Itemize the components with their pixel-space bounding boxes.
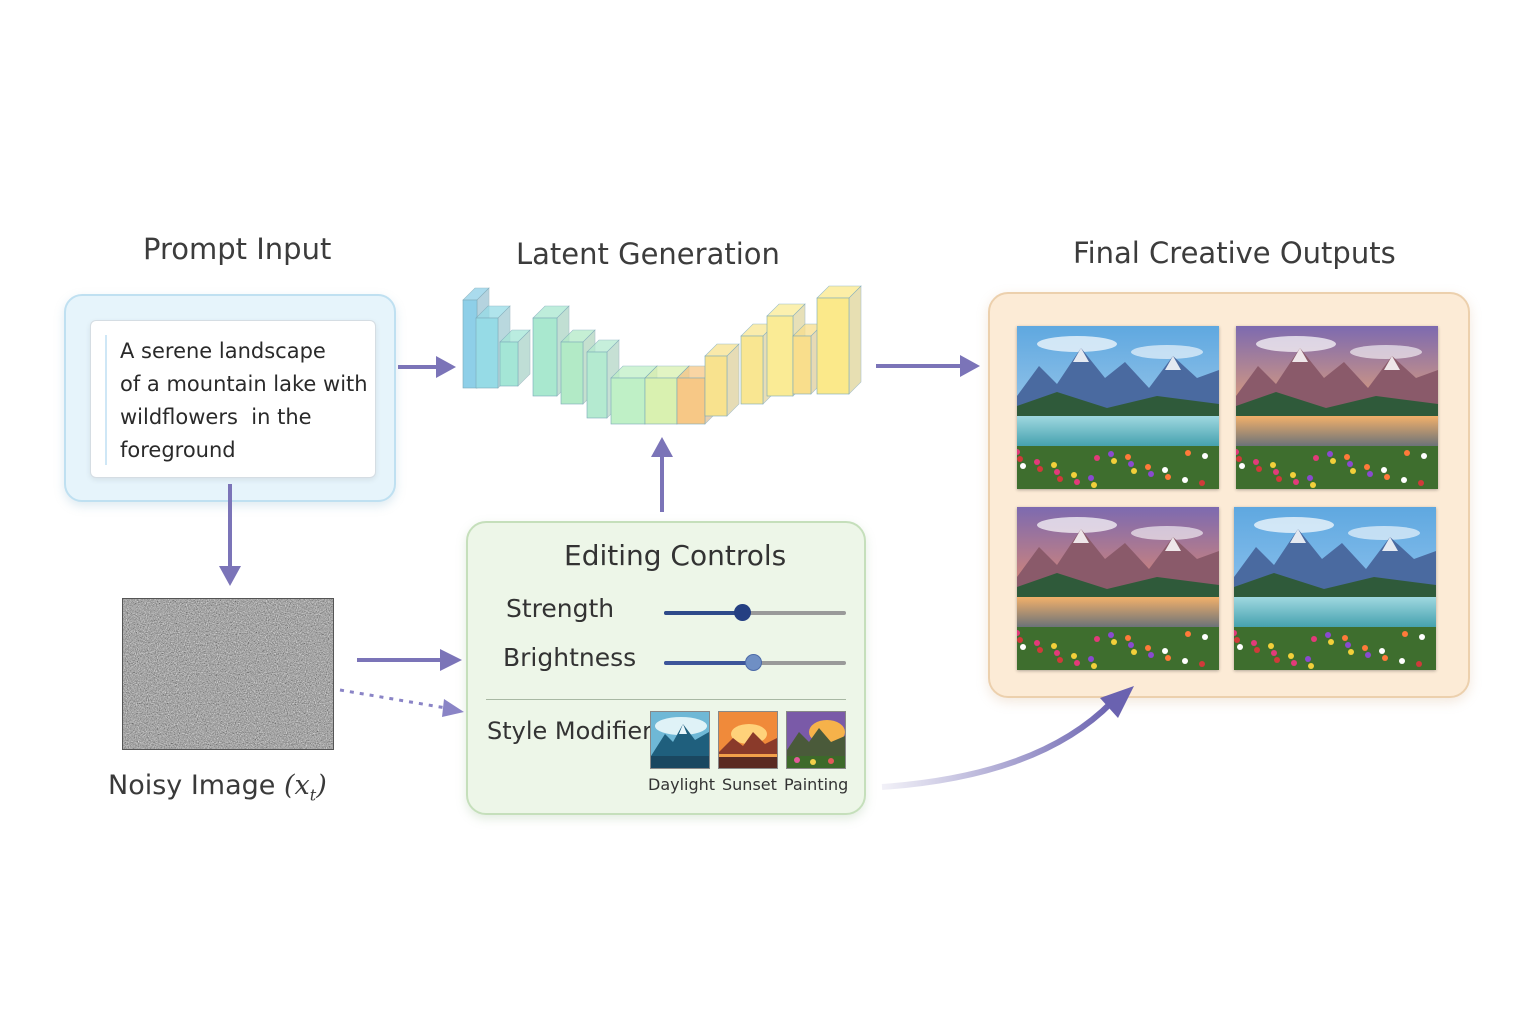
painting-style-label: Painting <box>784 775 849 794</box>
output-image-1[interactable] <box>1017 326 1219 489</box>
prompt-input-panel: A serene landscape of a mountain lake wi… <box>64 294 396 502</box>
prompt-text-box[interactable]: A serene landscape of a mountain lake wi… <box>90 320 376 478</box>
strength-label: Strength <box>506 594 615 623</box>
sunset-lake-output <box>1236 326 1438 489</box>
final-outputs-title: Final Creative Outputs <box>1073 236 1396 270</box>
daylight-lake-output <box>1017 326 1219 489</box>
brightness-slider-thumb[interactable] <box>745 654 763 671</box>
style-modifier-label: Style Modifier <box>487 717 652 745</box>
bright-day-lake-output <box>1234 507 1436 670</box>
prompt-line-1: A serene landscape <box>120 339 326 363</box>
math-variable: x <box>294 770 310 801</box>
prompt-line-2: of a mountain lake with <box>120 372 368 396</box>
prompt-to-latent-arrow <box>398 356 456 378</box>
noisy-image <box>122 598 334 750</box>
latent-block-3 <box>499 329 531 387</box>
math-open-paren: ( <box>284 770 295 801</box>
prompt-text: A serene landscape of a mountain lake wi… <box>120 335 370 467</box>
editing-controls-title: Editing Controls <box>564 539 787 572</box>
latent-block-14 <box>816 285 862 395</box>
sunset-style-thumbnail[interactable] <box>718 711 778 769</box>
daylight-style-label: Daylight <box>648 775 716 794</box>
strength-slider-thumb[interactable] <box>734 604 752 621</box>
prompt-line-3: wildflowers in the <box>120 405 312 429</box>
noisy-image-text: Noisy Image <box>108 770 284 801</box>
output-image-3[interactable] <box>1017 507 1219 670</box>
strength-slider[interactable] <box>664 604 846 621</box>
painted-sunset-lake-output <box>1017 507 1219 670</box>
controls-divider <box>486 699 846 700</box>
latent-to-outputs-arrow <box>876 355 980 377</box>
latent-block-10 <box>704 343 740 417</box>
controls-to-latent-arrow <box>651 437 673 512</box>
timestep-notation: (xt) <box>284 770 327 805</box>
brightness-slider-fill <box>664 661 754 665</box>
daylight-style-thumbnail[interactable] <box>650 711 710 769</box>
output-image-2[interactable] <box>1236 326 1438 489</box>
controls-to-outputs-curved-arrow <box>881 686 1134 790</box>
noisy-image-label: Noisy Image (xt) <box>108 770 327 804</box>
painting-style-thumbnail[interactable] <box>786 711 846 769</box>
math-close-paren: ) <box>316 770 327 801</box>
final-outputs-panel <box>988 292 1470 698</box>
prompt-to-noise-arrow <box>219 484 241 586</box>
editing-controls-panel: Editing Controls Strength Brightness Sty… <box>466 521 866 815</box>
latent-generation-title: Latent Generation <box>516 237 780 271</box>
brightness-label: Brightness <box>503 643 637 672</box>
text-cursor <box>105 335 107 465</box>
math-subscript: t <box>309 785 317 805</box>
prompt-input-title: Prompt Input <box>143 232 332 266</box>
noise-to-style-dotted-arrow <box>339 688 464 717</box>
prompt-line-4: foreground <box>120 438 236 462</box>
latent-unet-blocks <box>462 285 862 425</box>
noise-to-controls-arrow <box>357 649 462 671</box>
brightness-slider[interactable] <box>664 654 846 671</box>
strength-slider-fill <box>664 611 743 615</box>
output-image-4[interactable] <box>1234 507 1436 670</box>
sunset-style-label: Sunset <box>722 775 777 794</box>
